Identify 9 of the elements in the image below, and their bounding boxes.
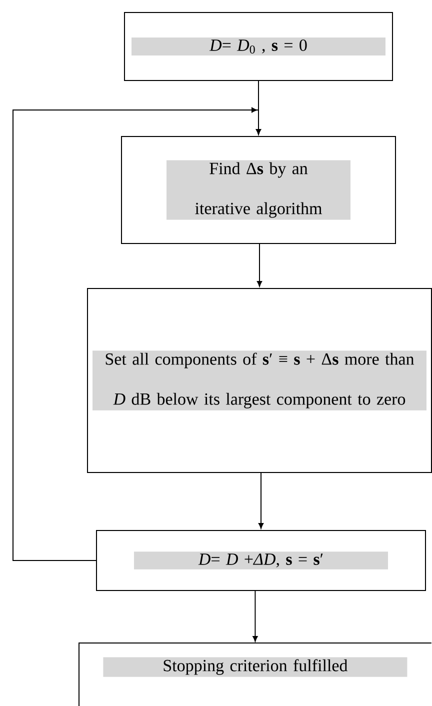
process-box: Set all components of s′ ≡ s + Δs more than D dB below its largest component to zero	[87, 288, 432, 473]
arrow	[12, 107, 262, 561]
process-box: Find Δs by an iterative algorithm	[121, 136, 396, 244]
process-box: Stopping criterion fulfilled	[78, 642, 432, 706]
arrow	[252, 590, 258, 642]
process-box: D= D$_{0}$ , s = 0	[124, 12, 393, 81]
arrow	[256, 244, 262, 287]
arrow	[258, 472, 264, 529]
process-box: D= D +ΔD, s = s′	[96, 530, 426, 591]
